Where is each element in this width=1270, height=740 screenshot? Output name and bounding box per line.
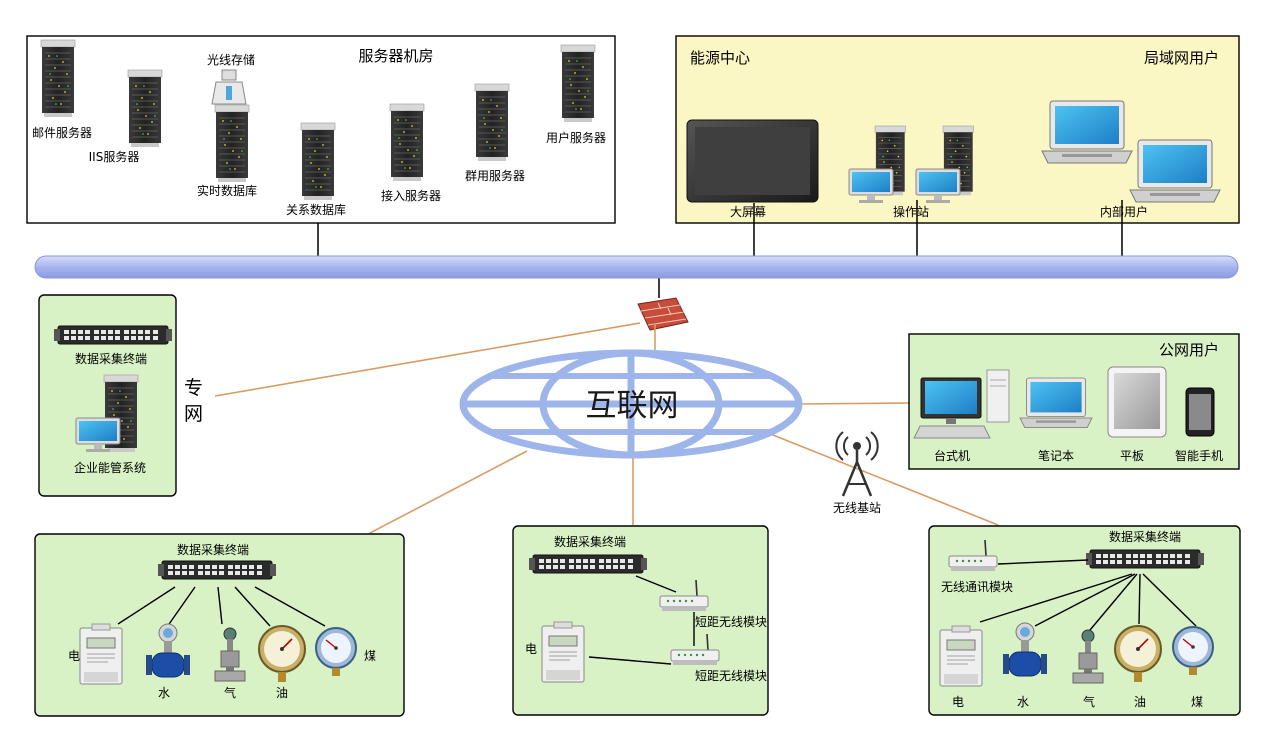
- realtime-db-label: 实时数据库: [197, 183, 257, 198]
- site-middle-electric-label: 电: [525, 642, 537, 656]
- operator-station-label: 操作站: [893, 204, 929, 219]
- iis-server-label: IIS服务器: [89, 149, 140, 164]
- access-server-label: 接入服务器: [381, 188, 441, 203]
- base-station-icon: [835, 431, 879, 497]
- site-middle-wireless-module-2-label: 短距无线模块: [695, 669, 767, 683]
- lan-backbone-bus: [34, 255, 1239, 279]
- user-server-label: 用户服务器: [546, 130, 606, 145]
- private-network-panel: 数据采集终端 企业能管系统: [38, 294, 177, 497]
- internet-globe: 互联网: [459, 349, 803, 459]
- cluster-server-label: 群用服务器: [465, 168, 525, 183]
- site-middle-electric-meter-icon: [541, 621, 585, 683]
- public-users-title: 公网用户: [1159, 341, 1219, 359]
- site-right-panel: 数据采集终端 无线通讯模块 电 水 气 油 煤: [928, 525, 1241, 716]
- relational-db-icon: [300, 122, 336, 201]
- site-right-coal-label: 煤: [1191, 695, 1203, 709]
- site-middle-links: [588, 575, 695, 665]
- site-left-panel: 数据采集终端 电 水 气 油 煤: [34, 533, 405, 717]
- site-left-collector-label: 数据采集终端: [177, 542, 249, 557]
- private-collector-label: 数据采集终端: [75, 351, 147, 366]
- site-left-water-label: 水: [158, 686, 170, 700]
- desktop-icon: [913, 369, 1010, 439]
- big-screen-icon: [686, 119, 819, 203]
- access-server-icon: [389, 103, 425, 182]
- desktop-label: 台式机: [934, 448, 970, 463]
- private-net-label-1: 专: [184, 377, 203, 399]
- site-left-frame: [34, 533, 405, 717]
- public-users-panel: 公网用户 台式机 笔记本 平板 智能手机: [908, 333, 1240, 470]
- fiber-storage-label: 光线存储: [207, 52, 255, 67]
- realtime-db-icon: [214, 104, 250, 183]
- laptop-label: 笔记本: [1038, 448, 1074, 463]
- site-right-water-label: 水: [1017, 695, 1029, 709]
- big-screen-label: 大屏幕: [730, 205, 766, 219]
- site-left-collector-icon: [157, 560, 277, 580]
- site-right-links: [979, 559, 1197, 631]
- site-right-collector-label: 数据采集终端: [1109, 529, 1181, 544]
- site-right-wireless-comm-label: 无线通讯模块: [941, 580, 1013, 594]
- ems-label: 企业能管系统: [74, 460, 146, 475]
- site-left-gas-label: 气: [224, 685, 236, 700]
- server-room-panel: 服务器机房 邮件服务器 IIS服务器 光线存储 实时数据库 关系数据库 接入服务…: [26, 35, 616, 224]
- site-left-coal-label: 煤: [364, 649, 376, 663]
- site-middle-wireless-module-1-label: 短距无线模块: [695, 615, 767, 629]
- private-net-label-2: 网: [184, 403, 203, 425]
- site-right-electric-meter-icon: [939, 625, 983, 687]
- tablet-label: 平板: [1120, 449, 1144, 463]
- backbone-links: [317, 200, 1123, 298]
- site-left-electric-meter-icon: [79, 623, 123, 685]
- smartphone-label: 智能手机: [1175, 448, 1223, 463]
- mail-server-icon: [40, 39, 76, 118]
- relational-db-label: 关系数据库: [286, 202, 346, 217]
- private-collector-icon: [53, 325, 173, 345]
- site-middle-collector-icon: [528, 554, 648, 574]
- mail-server-label: 邮件服务器: [32, 125, 92, 140]
- wan-links: [214, 322, 999, 534]
- user-server-icon: [560, 44, 596, 123]
- smartphone-icon: [1185, 387, 1215, 437]
- server-room-title: 服务器机房: [358, 47, 433, 65]
- fiber-storage-icon: [211, 69, 247, 105]
- internet-label: 互联网: [586, 388, 679, 424]
- site-left-electric-label: 电: [68, 649, 80, 663]
- cluster-server-icon: [474, 83, 510, 162]
- site-right-collector-icon: [1085, 549, 1205, 569]
- tablet-icon: [1107, 366, 1167, 438]
- site-right-electric-label: 电: [952, 695, 964, 709]
- energy-center-title: 能源中心: [690, 49, 750, 67]
- energy-center-panel: 能源中心 局域网用户 大屏幕 操作站 内部用户: [675, 35, 1240, 224]
- internal-users-label: 内部用户: [1100, 204, 1148, 219]
- site-middle-panel: 数据采集终端 短距无线模块 短距无线模块 电: [512, 525, 769, 716]
- site-middle-collector-label: 数据采集终端: [554, 534, 626, 549]
- lan-users-title: 局域网用户: [1144, 49, 1219, 67]
- laptop-icon: [1019, 377, 1093, 429]
- firewall-icon: [637, 297, 689, 331]
- site-left-oil-label: 油: [276, 686, 288, 700]
- site-left-links: [117, 586, 326, 628]
- site-right-oil-label: 油: [1134, 695, 1146, 709]
- base-station-label: 无线基站: [833, 501, 881, 515]
- site-right-gas-label: 气: [1083, 694, 1095, 709]
- iis-server-icon: [127, 69, 163, 148]
